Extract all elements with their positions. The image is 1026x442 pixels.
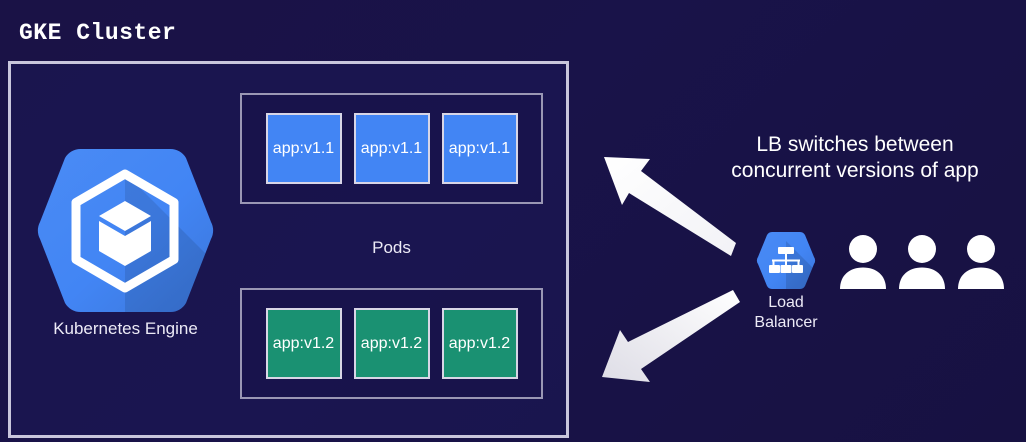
load-balancer-label-line2: Balancer [754, 314, 818, 331]
pod-box[interactable]: app:v1.1 [441, 113, 518, 184]
lb-caption-line1: LB switches between [756, 133, 954, 156]
load-balancer-node: Load Balancer [739, 230, 833, 345]
pods-label: Pods [372, 238, 411, 257]
pod-box[interactable]: app:v1.2 [441, 308, 518, 379]
lb-caption: LB switches between concurrent versions … [688, 132, 1022, 183]
user-icon [840, 235, 886, 289]
load-balancer-label: Load Balancer [739, 293, 833, 333]
pod-group-v11: app:v1.1 app:v1.1 app:v1.1 [240, 93, 543, 204]
user-icon [899, 235, 945, 289]
pod-row-v11: app:v1.1 app:v1.1 app:v1.1 [242, 95, 541, 202]
user-icon [958, 235, 1004, 289]
load-balancer-hexagon-icon [756, 230, 816, 292]
kubernetes-engine-label: Kubernetes Engine [53, 319, 198, 338]
lb-caption-line2: concurrent versions of app [731, 158, 979, 182]
pod-box[interactable]: app:v1.2 [353, 308, 430, 379]
pod-row-v12: app:v1.2 app:v1.2 app:v1.2 [242, 290, 541, 397]
kubernetes-engine-node: Kubernetes Engine [28, 145, 223, 345]
load-balancer-label-line1: Load [768, 294, 804, 311]
page-title: GKE Cluster [19, 20, 177, 46]
arrow-to-v12-pods [602, 290, 740, 382]
pod-box[interactable]: app:v1.2 [265, 308, 342, 379]
kubernetes-engine-hexagon-icon [35, 145, 216, 316]
pod-group-v12: app:v1.2 app:v1.2 app:v1.2 [240, 288, 543, 399]
users-group [838, 233, 1008, 289]
pod-box[interactable]: app:v1.1 [265, 113, 342, 184]
pod-box[interactable]: app:v1.1 [353, 113, 430, 184]
